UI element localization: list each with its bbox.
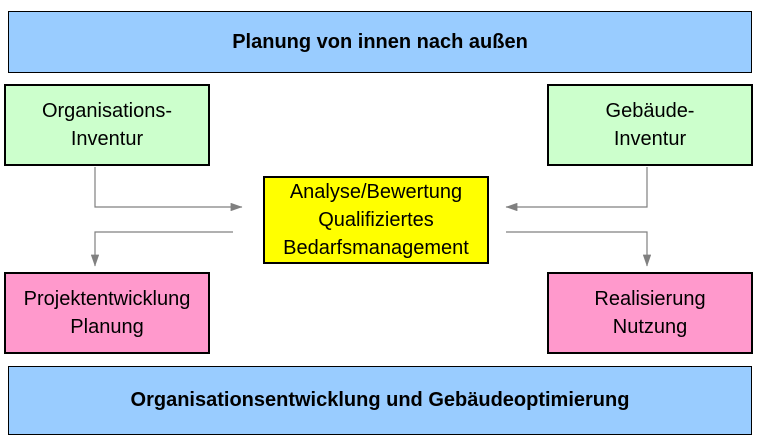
box-organisations-inventur: Organisations- Inventur bbox=[4, 84, 210, 166]
box-analyse-bewertung-line3: Bedarfsmanagement bbox=[283, 237, 469, 259]
arrow-gebaeude-inventur-to-analyse bbox=[505, 167, 648, 212]
arrow-analyse-to-realisierung bbox=[506, 231, 652, 267]
box-realisierung-nutzung-line1: Realisierung bbox=[594, 288, 706, 310]
box-organisations-inventur-line2: Inventur bbox=[70, 128, 144, 150]
arrow-analyse-to-projektentwicklung bbox=[90, 231, 233, 267]
box-gebaeude-inventur: Gebäude- Inventur bbox=[547, 84, 753, 166]
box-analyse-bewertung-line2: Qualifiziertes bbox=[318, 209, 434, 231]
bottom-banner: Organisationsentwicklung und Gebäudeopti… bbox=[8, 366, 752, 435]
box-analyse-bewertung: Analyse/Bewertung Qualifiziertes Bedarfs… bbox=[263, 176, 489, 264]
box-gebaeude-inventur-line2: Inventur bbox=[613, 128, 687, 150]
box-gebaeude-inventur-line1: Gebäude- bbox=[605, 100, 695, 122]
box-projektentwicklung-planung-line1: Projektentwicklung bbox=[23, 288, 191, 310]
box-realisierung-nutzung: Realisierung Nutzung bbox=[547, 272, 753, 354]
box-organisations-inventur-line1: Organisations- bbox=[41, 100, 173, 122]
arrow-org-inventur-to-analyse bbox=[94, 167, 243, 212]
top-banner-label: Planung von innen nach außen bbox=[232, 30, 528, 53]
top-banner: Planung von innen nach außen bbox=[8, 11, 752, 73]
bottom-banner-label: Organisationsentwicklung und Gebäudeopti… bbox=[130, 389, 630, 411]
box-projektentwicklung-planung-line2: Planung bbox=[70, 316, 144, 338]
box-projektentwicklung-planung: Projektentwicklung Planung bbox=[4, 272, 210, 354]
box-analyse-bewertung-line1: Analyse/Bewertung bbox=[289, 181, 463, 203]
box-realisierung-nutzung-line2: Nutzung bbox=[612, 316, 688, 338]
